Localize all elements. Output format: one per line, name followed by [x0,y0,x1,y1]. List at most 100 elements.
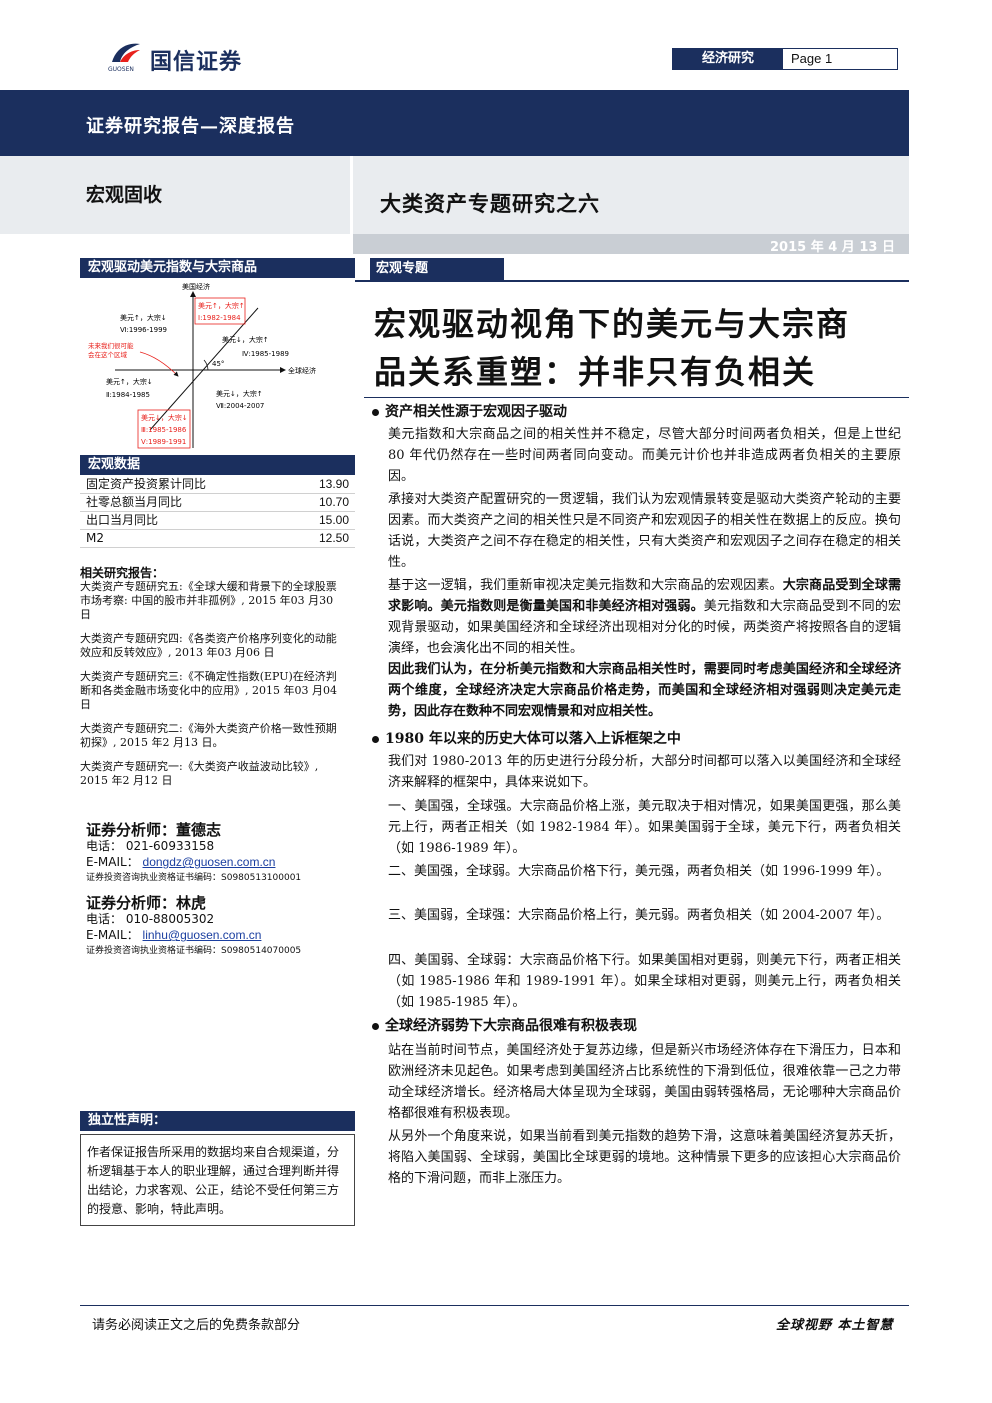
declaration-heading: 独立性声明： [80,1111,355,1131]
angle-label: 45° [212,360,224,368]
analyst-license: 证券投资咨询执业资格证书编码：S0980513100001 [86,873,302,883]
paragraph: 三、美国弱，全球强：大宗商品价格上行，美元弱。两者负相关（如 2004-2007… [388,908,890,923]
paragraph-bold: 大宗商品受到全球需求影响。美元指数则是衡量美国和非美经济相对强弱。 [388,578,901,614]
section-title: 1980 年以来的历史大体可以落入上诉框架之中 [385,731,681,747]
analyst-email-link[interactable]: linhu@guosen.com.cn [142,928,262,942]
headline-line-1: 宏观驱动视角下的美元与大宗商 [374,305,851,343]
quadrant-4-title: 美元↑，大宗↓ [106,377,153,386]
analyst-phone: 电话： 021-60933158 [86,839,215,853]
report-category: 宏观固收 [86,184,163,206]
macro-data-heading: 宏观数据 [80,455,355,475]
macro-data-table: 固定资产投资累计同比 13.90 社零总额当月同比 10.70 出口当月同比 15.0… [80,476,355,548]
analyst-name: 证券分析师：林虎 [86,894,207,912]
row-label: 固定资产投资累计同比 [86,477,207,491]
related-report-item: 大类资产专题研究二:《海外大类资产价格一致性预期初探》, 2015 年2 月13… [80,722,337,749]
headline-line-2: 品关系重塑：并非只有负相关 [374,353,817,391]
paragraph: 基于这一逻辑，我们重新审视决定美元指数和大宗商品的宏观因素。大宗商品受到全球需求… [388,575,901,659]
header-tag-label: 经济研究 [673,49,783,69]
quadrant-1-period: Ⅰ:1982-1984 [198,314,241,322]
bullet-icon [372,408,379,416]
table-row: 固定资产投资累计同比 13.90 [80,476,355,494]
footer-rule [80,1305,909,1306]
page-number: Page 1 [791,51,833,66]
row-label: M2 [86,531,104,545]
header-tag-box: 经济研究 Page 1 [672,48,898,70]
related-report-item: 大类资产专题研究五:《全球大缓和背景下的全球股票市场考察: 中国的股市并非孤例》… [80,580,337,621]
related-report-item: 大类资产专题研究四:《各类资产价格序列变化的动能效应和反转效应》, 2013 年… [80,632,337,659]
analyst-phone: 电话： 010-88005302 [86,912,215,926]
company-logo-sub: GUOSEN [108,66,134,73]
quadrant-6-period-1: Ⅲ:1985-1986 [141,426,187,434]
quadrant-4-period: Ⅱ:1984-1985 [106,391,150,399]
analyst-email-label: E-MAIL： [86,855,139,869]
analyst-block: 证券分析师：林虎 电话： 010-88005302 E-MAIL： linhu@… [86,895,356,959]
related-reports-heading: 相关研究报告： [80,566,165,580]
bullet-icon [372,735,379,743]
table-row: 社零总额当月同比 10.70 [80,494,355,512]
section-heading: 1980 年以来的历史大体可以落入上诉框架之中 [372,728,681,748]
title-band-divider [350,156,353,234]
analyst-email-label: E-MAIL： [86,928,139,942]
row-value: 15.00 [318,513,349,527]
paragraph-text: 美元指数和大宗商品受到不同的宏观背景驱动，如果美国经济和全球经济出现相对分化的时… [388,599,901,656]
paragraph: 二、美国强，全球弱。大宗商品价格下行，美元强，两者负相关（如 1996-1999… [388,864,890,879]
quadrant-2-title: 美元↑，大宗↓ [120,313,167,322]
row-label: 社零总额当月同比 [86,495,183,509]
quadrant-2-period: Ⅵ:1996-1999 [120,326,167,334]
report-type-band [0,90,909,156]
row-value: 10.70 [318,495,349,509]
topic-rule [355,280,909,282]
angle-arc [203,359,209,371]
related-report-item: 大类资产专题研究三:《不确定性指数(EPU)在经济判断和各类金融市场变化中的应用… [80,670,337,711]
quadrant-5-title: 美元↓，大宗↑ [216,389,263,398]
analyst-block: 证券分析师：董德志 电话： 021-60933158 E-MAIL： dongd… [86,822,356,886]
row-value: 13.90 [318,477,349,491]
report-type: 证券研究报告—深度报告 [86,116,295,137]
diagram-heading: 宏观驱动美元指数与大宗商品 [80,258,355,278]
row-value: 12.50 [318,531,349,545]
quadrant-6-period-2: Ⅴ:1989-1991 [141,438,186,446]
table-row: M2 12.50 [80,530,355,548]
paragraph-bold: 因此我们认为，在分析美元指数和大宗商品相关性时，需要同时考虑美国经济和全球经济两… [388,662,901,719]
bullet-icon [372,1022,379,1030]
headline-rule [364,397,909,398]
section-title: 资产相关性源于宏观因子驱动 [385,404,567,420]
x-axis-label: 全球经济 [288,366,316,375]
paragraph-text: 基于这一逻辑，我们重新审视决定美元指数和大宗商品的宏观因素。 [388,578,783,593]
paragraph: 我们对 1980-2013 年的历史进行分段分析，大部分时间都可以落入以美国经济… [388,754,901,790]
y-axis-label: 美国经济 [182,282,210,291]
quadrant-3-period: Ⅳ:1985-1989 [242,350,289,358]
related-reports: 相关研究报告： 大类资产专题研究五:《全球大缓和背景下的全球股票市场考察: 中国… [80,566,342,798]
note-line-1: 未来我们很可能 [88,341,134,350]
headline: 宏观驱动视角下的美元与大宗商 品关系重塑：并非只有负相关 [374,300,904,396]
table-row: 出口当月同比 15.00 [80,512,355,530]
quadrant-3-title: 美元↓，大宗↑ [222,335,269,344]
section-heading: 资产相关性源于宏观因子驱动 [372,401,567,421]
footer-slogan: 全球视野 本土智慧 [776,1318,894,1333]
quadrant-6-title: 美元↓，大宗↓ [141,413,188,422]
section-heading: 全球经济弱势下大宗商品很难有积极表现 [372,1015,637,1035]
section-title: 全球经济弱势下大宗商品很难有积极表现 [385,1018,637,1034]
related-report-item: 大类资产专题研究一:《大类资产收益波动比较》, 2015 年2 月12 日 [80,760,319,787]
quadrant-6-box [137,409,191,449]
note-line-2: 会在这个区域 [88,350,128,359]
paragraph: 承接对大类资产配置研究的一贯逻辑，我们认为宏观情景转变是驱动大类资产轮动的主要因… [388,492,901,570]
report-date: 2015 年 4 月 13 日 [770,240,895,255]
footer-disclaimer: 请务必阅读正文之后的免费条款部分 [92,1318,301,1333]
title-band [0,156,909,234]
guosen-logo-icon [112,43,140,62]
macro-quadrant-diagram: 45° 美国经济 全球经济 美元↑，大宗↑ Ⅰ:1982-1984 美元↑，大宗… [88,282,316,449]
analyst-email-link[interactable]: dongdz@guosen.com.cn [142,855,276,869]
company-logo-text: 国信证券 [150,49,243,75]
paragraph: 一、美国强，全球强。大宗商品价格上涨，美元取决于相对情况，如果美国更强，那么美元… [388,799,901,856]
analyst-name: 证券分析师：董德志 [86,821,222,839]
declaration-text: 作者保证报告所采用的数据均来自合规渠道，分析逻辑基于本人的职业理解，通过合理判断… [80,1134,355,1226]
paragraph: 美元指数和大宗商品之间的相关性并不稳定，尽管大部分时间两者负相关，但是上世纪 8… [388,427,901,484]
paragraph: 站在当前时间节点，美国经济处于复苏边缘，但是新兴市场经济体存在下滑压力，日本和欧… [388,1043,901,1121]
note-arrow [139,351,179,377]
quadrant-5-period: Ⅶ:2004-2007 [216,402,264,410]
quadrant-1-box [194,297,246,325]
paragraph: 从另外一个角度来说，如果当前看到美元指数的趋势下滑，这意味着美国经济复苏夭折，将… [388,1129,901,1186]
row-label: 出口当月同比 [86,513,159,527]
date-band [353,234,909,254]
